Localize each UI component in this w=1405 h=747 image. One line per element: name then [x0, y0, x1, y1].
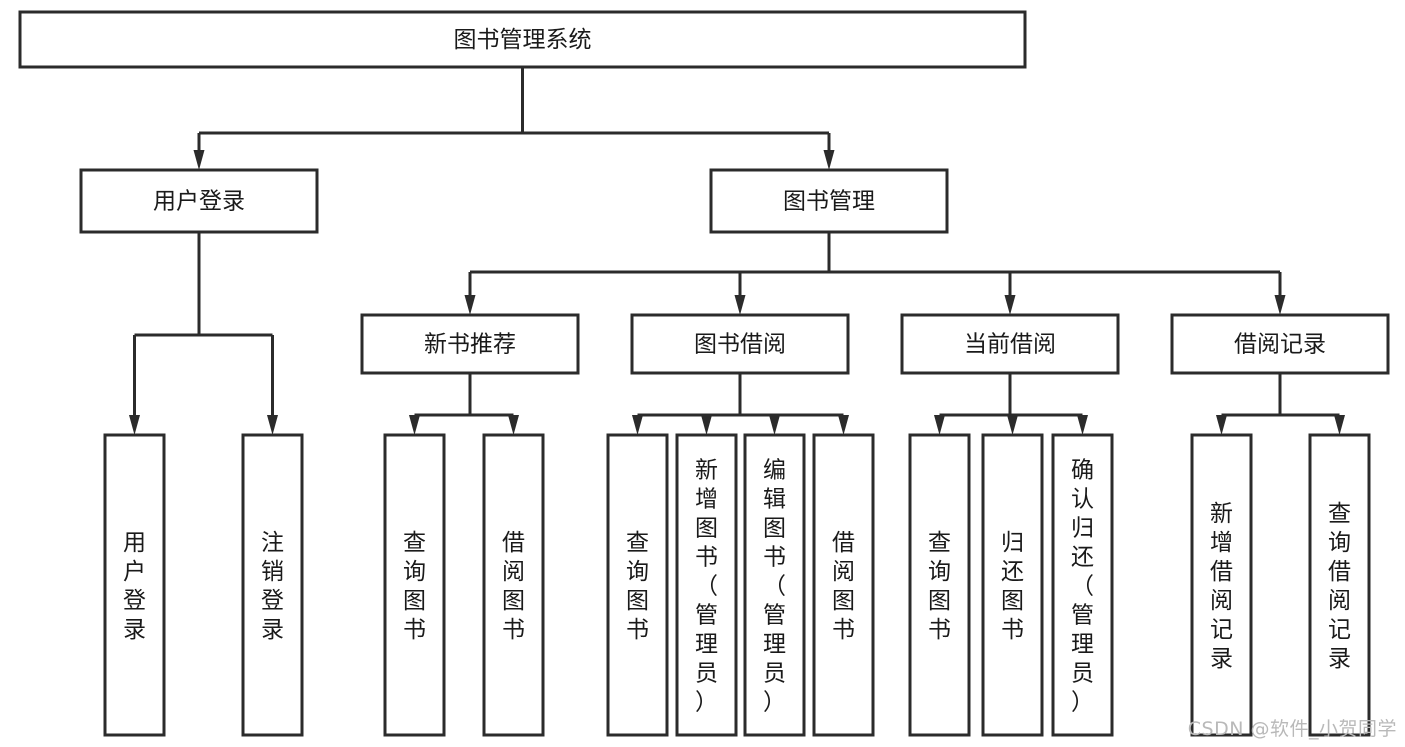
node-user-login[interactable]: 用户登录: [79, 168, 319, 234]
leaf-node-leaf-query-book-1[interactable]: 查询图书: [383, 433, 446, 737]
leaf-node-leaf-edit-book[interactable]: 编辑图书（管理员）: [743, 433, 806, 737]
node-root-box: [18, 10, 1027, 69]
leaf-node-leaf-query-record-box: [1308, 433, 1371, 737]
leaf-node-leaf-query-book-2-label: 查询图书: [626, 530, 649, 643]
leaf-node-leaf-add-book-box: [675, 433, 738, 737]
leaf-node-leaf-add-record[interactable]: 新增借阅记录: [1190, 433, 1253, 737]
leaf-node-leaf-add-record-box: [1190, 433, 1253, 737]
leaf-node-leaf-borrow-book-1[interactable]: 借阅图书: [482, 433, 545, 737]
node-borrow-record-label: 借阅记录: [1234, 332, 1326, 358]
leaf-node-leaf-query-book-2[interactable]: 查询图书: [606, 433, 669, 737]
node-new-book-recommend-box: [360, 313, 580, 375]
leaf-node-leaf-query-book-3-label: 查询图书: [928, 530, 951, 643]
node-book-manage-box: [709, 168, 949, 234]
node-new-book-recommend[interactable]: 新书推荐: [360, 313, 580, 375]
node-root[interactable]: 图书管理系统: [18, 10, 1027, 69]
node-new-book-recommend-label: 新书推荐: [424, 332, 516, 358]
leaf-node-leaf-query-book-2-box: [606, 433, 669, 737]
node-current-borrow-box: [900, 313, 1120, 375]
leaf-node-leaf-edit-book-label: 编辑图书（管理员）: [763, 458, 786, 716]
node-book-borrow-label: 图书借阅: [694, 332, 786, 358]
leaf-node-leaf-query-book-3[interactable]: 查询图书: [908, 433, 971, 737]
node-user-login-box: [79, 168, 319, 234]
node-book-borrow-box: [630, 313, 850, 375]
leaf-node-leaf-user-login-label: 用户登录: [123, 530, 146, 643]
leaf-node-leaf-user-logout-box: [241, 433, 304, 737]
leaf-node-leaf-borrow-book-1-label: 借阅图书: [502, 530, 525, 643]
leaf-node-leaf-borrow-book-1-box: [482, 433, 545, 737]
leaf-node-leaf-query-book-1-label: 查询图书: [403, 530, 426, 643]
node-user-login-label: 用户登录: [153, 189, 245, 215]
leaf-node-leaf-query-book-1-box: [383, 433, 446, 737]
leaf-node-leaf-add-book[interactable]: 新增图书（管理员）: [675, 433, 738, 737]
node-root-label: 图书管理系统: [454, 27, 592, 53]
node-book-manage-label: 图书管理: [783, 189, 875, 215]
node-book-borrow[interactable]: 图书借阅: [630, 313, 850, 375]
leaf-node-leaf-user-login-box: [103, 433, 166, 737]
leaf-node-leaf-user-login[interactable]: 用户登录: [103, 433, 166, 737]
leaf-node-leaf-confirm-return[interactable]: 确认归还（管理员）: [1051, 433, 1114, 737]
leaf-node-leaf-borrow-book-2-label: 借阅图书: [832, 530, 855, 643]
node-current-borrow[interactable]: 当前借阅: [900, 313, 1120, 375]
leaf-node-leaf-query-book-3-box: [908, 433, 971, 737]
leaf-node-leaf-return-book-box: [981, 433, 1044, 737]
leaf-node-leaf-query-record[interactable]: 查询借阅记录: [1308, 433, 1371, 737]
leaf-node-leaf-query-record-label: 查询借阅记录: [1328, 501, 1351, 672]
node-borrow-record-box: [1170, 313, 1390, 375]
node-borrow-record[interactable]: 借阅记录: [1170, 313, 1390, 375]
leaf-node-leaf-user-logout-label: 注销登录: [261, 530, 284, 643]
leaf-node-leaf-confirm-return-box: [1051, 433, 1114, 737]
nodes-layer: 图书管理系统用户登录图书管理新书推荐图书借阅当前借阅借阅记录用户登录注销登录查询…: [18, 10, 1390, 737]
node-current-borrow-label: 当前借阅: [964, 332, 1056, 358]
leaf-node-leaf-user-logout[interactable]: 注销登录: [241, 433, 304, 737]
watermark-label: CSDN @软件_小贺同学: [1187, 718, 1397, 740]
leaf-node-leaf-borrow-book-2[interactable]: 借阅图书: [812, 433, 875, 737]
leaf-node-leaf-add-record-label: 新增借阅记录: [1210, 501, 1233, 672]
leaf-node-leaf-borrow-book-2-box: [812, 433, 875, 737]
leaf-node-leaf-confirm-return-label: 确认归还（管理员）: [1071, 458, 1094, 716]
node-book-manage[interactable]: 图书管理: [709, 168, 949, 234]
leaf-node-leaf-edit-book-box: [743, 433, 806, 737]
leaf-node-leaf-add-book-label: 新增图书（管理员）: [695, 458, 718, 716]
leaf-node-leaf-return-book-label: 归还图书: [1001, 530, 1024, 643]
leaf-node-leaf-return-book[interactable]: 归还图书: [981, 433, 1044, 737]
connectors-layer: [129, 67, 1345, 435]
